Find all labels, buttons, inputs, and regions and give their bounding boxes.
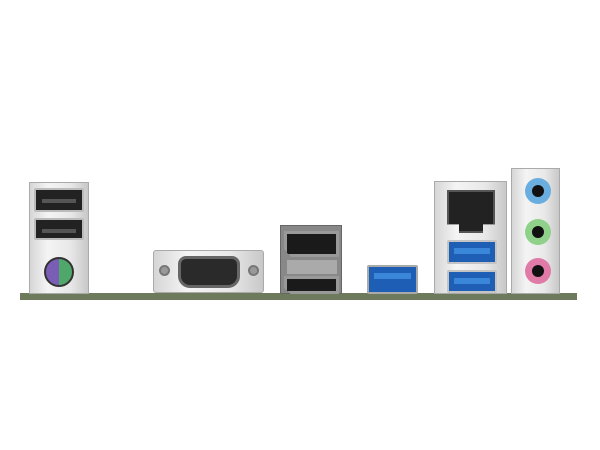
audio-jack-mic[interactable] bbox=[525, 258, 551, 284]
usb2-port[interactable] bbox=[34, 218, 84, 240]
pcb-edge bbox=[20, 293, 577, 300]
usb3-port[interactable] bbox=[447, 240, 497, 264]
screw-hole-icon bbox=[248, 265, 259, 276]
audio-stack bbox=[511, 168, 560, 294]
displayport[interactable] bbox=[284, 231, 339, 257]
usb3-port[interactable] bbox=[367, 265, 418, 294]
screw-hole-icon bbox=[159, 265, 170, 276]
usb3-port[interactable] bbox=[447, 270, 497, 293]
lan-usb3-stack bbox=[434, 181, 507, 294]
bracket bbox=[287, 260, 337, 274]
vga-connector bbox=[178, 256, 240, 288]
audio-jack-line-in[interactable] bbox=[525, 178, 551, 204]
dp-hdmi-stack bbox=[280, 225, 342, 294]
rj45-lan-port[interactable] bbox=[447, 190, 495, 233]
vga-port[interactable] bbox=[153, 250, 264, 293]
hdmi-port[interactable] bbox=[284, 276, 339, 294]
ps2-port[interactable] bbox=[44, 257, 74, 287]
audio-jack-line-out[interactable] bbox=[525, 219, 551, 245]
usb2-port[interactable] bbox=[34, 188, 84, 212]
usb2-ps2-stack bbox=[29, 182, 89, 294]
